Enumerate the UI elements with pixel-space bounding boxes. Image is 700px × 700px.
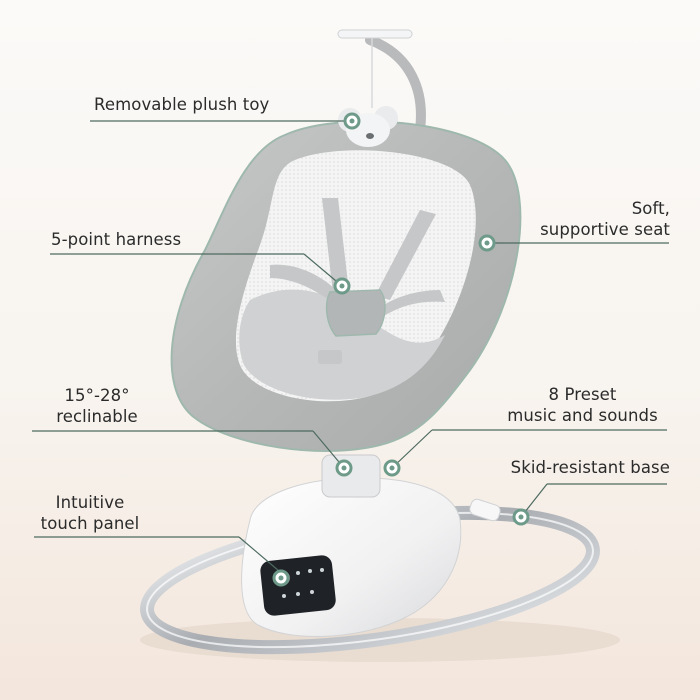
- base-foot: [469, 498, 501, 522]
- callout-touch-panel: Intuitive touch panel: [40, 493, 140, 533]
- callout-markers: [272, 112, 530, 587]
- harness-strap-left: [322, 198, 350, 302]
- crotch-strap: [318, 350, 342, 364]
- seat-cushion: [239, 289, 445, 400]
- toy-bar-top: [337, 29, 413, 39]
- callout-recline: 15°-28° reclinable: [56, 386, 138, 426]
- callout-seat: Soft, supportive seat: [540, 199, 670, 239]
- toy-arch: [365, 35, 426, 135]
- callout-lines: [32, 120, 669, 572]
- callout-base: Skid-resistant base: [510, 458, 670, 477]
- callout-music: 8 Preset music and sounds: [507, 385, 658, 425]
- harness-strap-right: [375, 210, 436, 300]
- callout-harness: 5-point harness: [51, 230, 182, 249]
- seat-post: [321, 454, 381, 498]
- callout-plush-toy: Removable plush toy: [94, 95, 270, 114]
- harness-buckle: [325, 289, 386, 337]
